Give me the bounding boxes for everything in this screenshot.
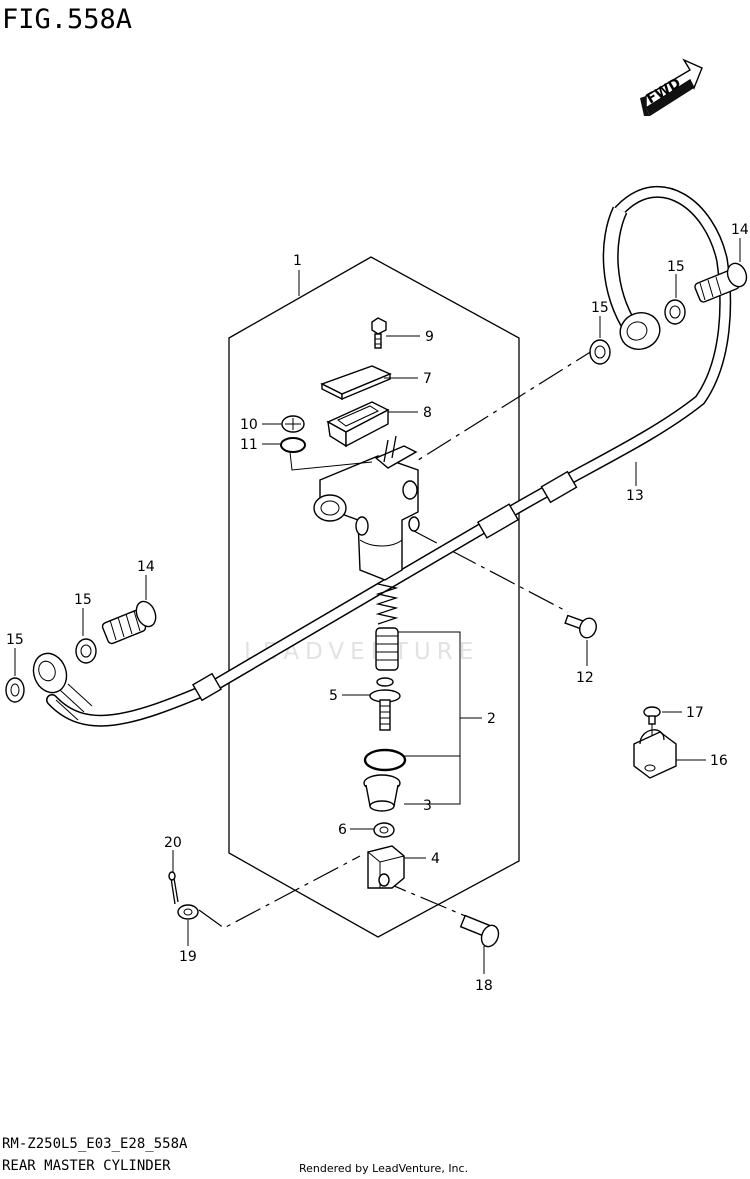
callout-19: 19: [179, 949, 197, 965]
mounting-screw: [564, 614, 597, 639]
push-rod: [369, 677, 401, 731]
lock-nut: [373, 822, 395, 838]
rendered-by: Rendered by LeadVenture, Inc.: [299, 1162, 468, 1175]
snap-ring: [363, 748, 407, 772]
callout-1: 1: [293, 253, 302, 269]
gaskets: [5, 299, 686, 703]
hose-banjo-right: [619, 312, 661, 350]
part-name: REAR MASTER CYLINDER: [2, 1158, 171, 1174]
cotter-pin: [168, 871, 179, 905]
diaphragm: [326, 401, 390, 448]
clevis-pin: [459, 914, 500, 948]
callout-15-right: 15: [667, 259, 685, 275]
callout-7: 7: [423, 371, 432, 387]
callout-18: 18: [475, 978, 493, 994]
figure-title: FIG.558A: [2, 4, 132, 35]
callout-14-left: 14: [137, 559, 155, 575]
callout-15-left: 15: [74, 592, 92, 608]
callout-14-right: 14: [731, 222, 749, 238]
piston-spring: [375, 583, 399, 671]
callout-6: 6: [338, 822, 347, 838]
callout-9: 9: [425, 329, 434, 345]
hose-banjo-left: [32, 652, 68, 694]
callout-2: 2: [487, 711, 496, 727]
inlet-connector: [281, 415, 305, 433]
model-code: RM-Z250L5_E03_E28_558A: [2, 1136, 188, 1152]
callout-12: 12: [576, 670, 594, 686]
circlip-small: [280, 437, 306, 453]
callout-17: 17: [686, 705, 704, 721]
plain-washer: [177, 904, 199, 920]
callout-15-far-left: 15: [6, 632, 24, 648]
brake-hose: [46, 185, 732, 727]
callout-20: 20: [164, 835, 182, 851]
cap-screw: [371, 317, 387, 349]
union-bolt-left: [101, 600, 157, 645]
callout-leaders: [14, 238, 741, 974]
fwd-arrow-badge: FWD: [640, 58, 703, 116]
guide-screw: [643, 706, 661, 725]
callout-8: 8: [423, 405, 432, 421]
callout-4: 4: [431, 851, 440, 867]
callout-labels: 1 2 3 4 5 6 7 8 9 10 11 12 13 14 14 15 1…: [6, 222, 749, 994]
hose-guide: [633, 729, 677, 779]
assembly-boundary: [228, 256, 520, 938]
callout-11: 11: [240, 437, 258, 453]
callout-5: 5: [329, 688, 338, 704]
master-cylinder-body: [313, 435, 420, 581]
dust-boot: [363, 774, 401, 812]
reservoir-cap: [320, 365, 392, 401]
callout-13: 13: [626, 488, 644, 504]
callout-15-center: 15: [591, 300, 609, 316]
callout-3: 3: [423, 798, 432, 814]
callout-16: 16: [710, 753, 728, 769]
clevis-joint: [366, 845, 406, 889]
callout-10: 10: [240, 417, 258, 433]
union-bolt-right: [694, 262, 748, 303]
